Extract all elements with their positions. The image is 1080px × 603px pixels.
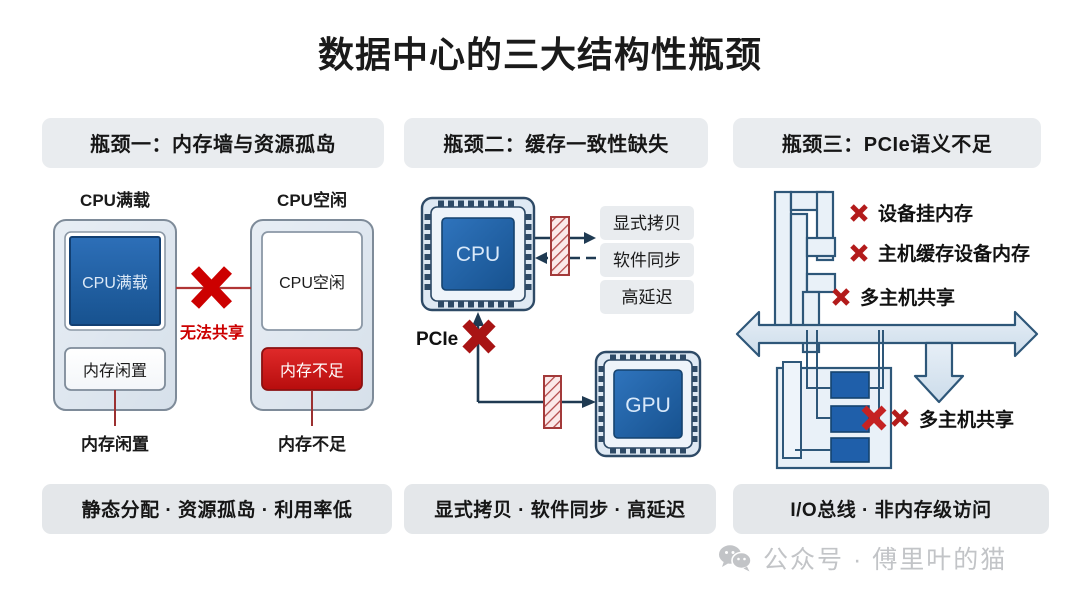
panel-3-bullet-1-label: 设备挂内存 <box>878 202 973 225</box>
panel-3-bullet-1: 设备挂内存 <box>850 202 973 225</box>
panel-2-tag-3: 高延迟 <box>600 280 694 314</box>
panel-3-device-block <box>775 330 893 470</box>
panel-3-bullet-3-label: 多主机共享 <box>860 286 955 309</box>
panel-3-top-wiring <box>773 190 837 354</box>
cpu-block-left <box>69 236 161 326</box>
panel-1-left-caption: CPU满载 <box>80 190 150 210</box>
panel-3-bullet-2: 主机缓存设备内存 <box>850 242 1030 265</box>
gpu-chip: GPU <box>594 350 702 458</box>
gpu-chip-label: GPU <box>625 394 671 417</box>
panel-2-tag-1: 显式拷贝 <box>600 206 694 240</box>
panel-2-tag-2-label: 软件同步 <box>613 251 681 270</box>
panel-2-tag-1-label: 显式拷贝 <box>613 214 681 233</box>
panel-3-bottom-note: 多主机共享 <box>861 405 1014 431</box>
panel-2-footer: 显式拷贝 · 软件同步 · 高延迟 <box>404 484 716 534</box>
cpu-chip: CPU <box>420 196 536 312</box>
cpu-block-right-label: CPU空闲 <box>279 274 345 292</box>
cpu-chip-label: CPU <box>456 243 500 266</box>
panel-3-bullet-2-label: 主机缓存设备内存 <box>878 242 1030 265</box>
panel-3-diagram: 设备挂内存 主机缓存设备内存 多主机共享 <box>733 180 1041 470</box>
panel-2-header-wrap: 瓶颈二：缓存一致性缺失 <box>404 118 708 168</box>
hatched-barrier-icon-top <box>550 216 570 276</box>
panel-1-left-leader-label: 内存闲置 <box>81 434 149 454</box>
panel-1-right-caption: CPU空闲 <box>277 190 347 210</box>
panel-3-down-arrow <box>913 341 965 404</box>
panel-2-bus-label: PCIe <box>416 329 458 350</box>
wechat-icon <box>719 545 752 572</box>
cpu-block-right <box>261 231 363 331</box>
panel-1-link-label: 无法共享 <box>179 323 244 342</box>
panel-1-header-wrap: 瓶颈一：内存墙与资源孤岛 <box>42 118 384 168</box>
panel-1-diagram: CPU满载 CPU空闲 CPU满载 内存闲置 内存闲置 CPU空闲 内存不足 内… <box>42 180 384 470</box>
panel-2-tag-3-label: 高延迟 <box>622 288 673 307</box>
watermark-text: 公众号 · 傅里叶的猫 <box>763 546 1008 574</box>
panel-1-header: 瓶颈一：内存墙与资源孤岛 <box>42 118 384 168</box>
panel-1-footer: 静态分配 · 资源孤岛 · 利用率低 <box>42 484 392 534</box>
page-title: 数据中心的三大结构性瓶颈 <box>317 34 762 75</box>
cpu-block-left-label: CPU满载 <box>82 274 148 292</box>
panel-3-footer: I/O总线 · 非内存级访问 <box>733 484 1049 534</box>
panel-1-right-leader-label: 内存不足 <box>278 434 346 454</box>
memory-block-left-label: 内存闲置 <box>83 362 147 380</box>
watermark: 公众号 · 傅里叶的猫 <box>718 540 1007 576</box>
panel-2-header: 瓶颈二：缓存一致性缺失 <box>404 118 708 168</box>
panel-3-bullet-3: 多主机共享 <box>832 286 955 309</box>
panel-3-header-wrap: 瓶颈三：PCIe语义不足 <box>733 118 1041 168</box>
panel-3-bottom-note-label: 多主机共享 <box>919 408 1014 431</box>
hatched-barrier-icon-bottom <box>543 375 562 429</box>
panel-2-x-mark-icon <box>462 319 496 354</box>
panel-3-horizontal-bus-arrow <box>735 310 1039 358</box>
panel-3-header: 瓶颈三：PCIe语义不足 <box>733 118 1041 168</box>
panel-1-x-mark-icon <box>190 266 233 309</box>
panel-2-tag-2: 软件同步 <box>600 243 694 277</box>
memory-block-right-label: 内存不足 <box>280 362 344 380</box>
panel-2-diagram: CPU 显式拷贝 软件同步 高延迟 <box>404 180 708 470</box>
